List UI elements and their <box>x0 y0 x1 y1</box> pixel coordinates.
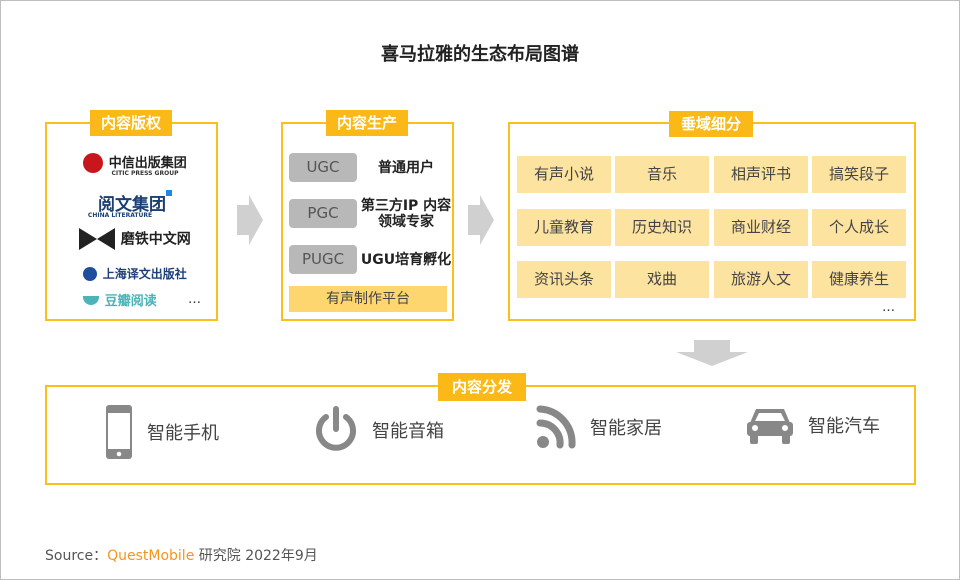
channel-speaker: 智能音箱 <box>314 405 444 455</box>
platform-bar: 有声制作平台 <box>289 286 447 312</box>
source-suffix: 研究院 2022年9月 <box>198 548 318 564</box>
arrow-down-icon <box>694 340 730 352</box>
logo-motie: 磨铁中文网 <box>60 228 210 250</box>
logo-citic: 中信出版集团 CITIC PRESS GROUP <box>60 152 210 177</box>
vertical-cell: 资讯头条 <box>517 261 611 298</box>
arrow-right-head <box>480 195 494 245</box>
source-note: Source：QuestMobile 研究院 2022年9月 <box>45 545 318 565</box>
logo-yiwen-name: 上海译文出版社 <box>102 267 187 281</box>
channel-label: 智能手机 <box>147 423 219 444</box>
arrow-right-icon <box>468 205 480 235</box>
cl-flag-icon <box>166 190 172 196</box>
vertical-cell: 个人成长 <box>812 209 906 246</box>
wifi-signal-icon <box>536 405 576 449</box>
channel-label: 智能音箱 <box>372 421 444 442</box>
channel-label: 智能家居 <box>590 418 662 439</box>
channel-car: 智能汽车 <box>746 405 880 445</box>
logo-cl-sub: CHINA LITERATURE <box>87 212 153 219</box>
vertical-cell: 商业财经 <box>714 209 808 246</box>
power-icon <box>316 406 356 451</box>
yiwen-emblem-icon <box>83 266 98 281</box>
vertical-cell: 搞笑段子 <box>812 156 906 193</box>
vertical-cell: 旅游人文 <box>714 261 808 298</box>
production-tag: 内容生产 <box>326 110 408 136</box>
citic-emblem-icon <box>83 152 104 173</box>
vertical-cell: 音乐 <box>615 156 709 193</box>
page-title: 喜马拉雅的生态布局图谱 <box>381 44 579 65</box>
ugc-desc: 普通用户 <box>378 160 434 176</box>
douban-bird-icon <box>83 296 100 305</box>
logo-motie-name: 磨铁中文网 <box>120 231 191 248</box>
source-brand: QuestMobile <box>107 548 195 564</box>
pugc-desc: UGU培育孵化 <box>360 252 452 268</box>
arrow-right-head <box>249 195 263 245</box>
vertical-cell: 戏曲 <box>615 261 709 298</box>
smartphone-icon <box>106 405 132 459</box>
verticals-tag: 垂域细分 <box>669 111 753 137</box>
logo-douban-name: 豆瓣阅读 <box>104 294 157 309</box>
logo-citic-name: 中信出版集团 <box>108 156 187 171</box>
logo-china-literature: 阅文集团 CHINA LITERATURE <box>60 190 210 219</box>
pgc-pill: PGC <box>289 199 357 228</box>
logo-yiwen: 上海译文出版社 <box>60 263 210 282</box>
motie-bowtie-icon <box>79 228 98 250</box>
pgc-desc: 第三方IP 内容领域专家 <box>360 198 452 230</box>
vertical-cell: 健康养生 <box>812 261 906 298</box>
channel-smartphone: 智能手机 <box>105 405 219 459</box>
arrow-down-head <box>676 352 748 366</box>
logo-citic-sub: CITIC PRESS GROUP <box>111 169 179 177</box>
car-icon <box>747 409 793 444</box>
distribution-tag: 内容分发 <box>438 373 526 401</box>
copyright-tag: 内容版权 <box>90 110 172 136</box>
source-prefix: Source： <box>45 548 108 564</box>
channel-label: 智能汽车 <box>808 416 880 437</box>
pugc-pill: PUGC <box>289 245 357 274</box>
logo-douban-read: 豆瓣阅读 <box>55 290 185 309</box>
channel-smarthome: 智能家居 <box>536 405 662 449</box>
copyright-more: … <box>188 292 201 307</box>
vertical-cell: 有声小说 <box>517 156 611 193</box>
ugc-pill: UGC <box>289 153 357 182</box>
arrow-right-icon <box>237 205 249 235</box>
logo-cl-name: 阅文集团 <box>98 195 166 215</box>
vertical-cell: 历史知识 <box>615 209 709 246</box>
verticals-more: … <box>882 300 895 315</box>
vertical-cell: 儿童教育 <box>517 209 611 246</box>
motie-bowtie-icon <box>97 228 116 250</box>
vertical-cell: 相声评书 <box>714 156 808 193</box>
